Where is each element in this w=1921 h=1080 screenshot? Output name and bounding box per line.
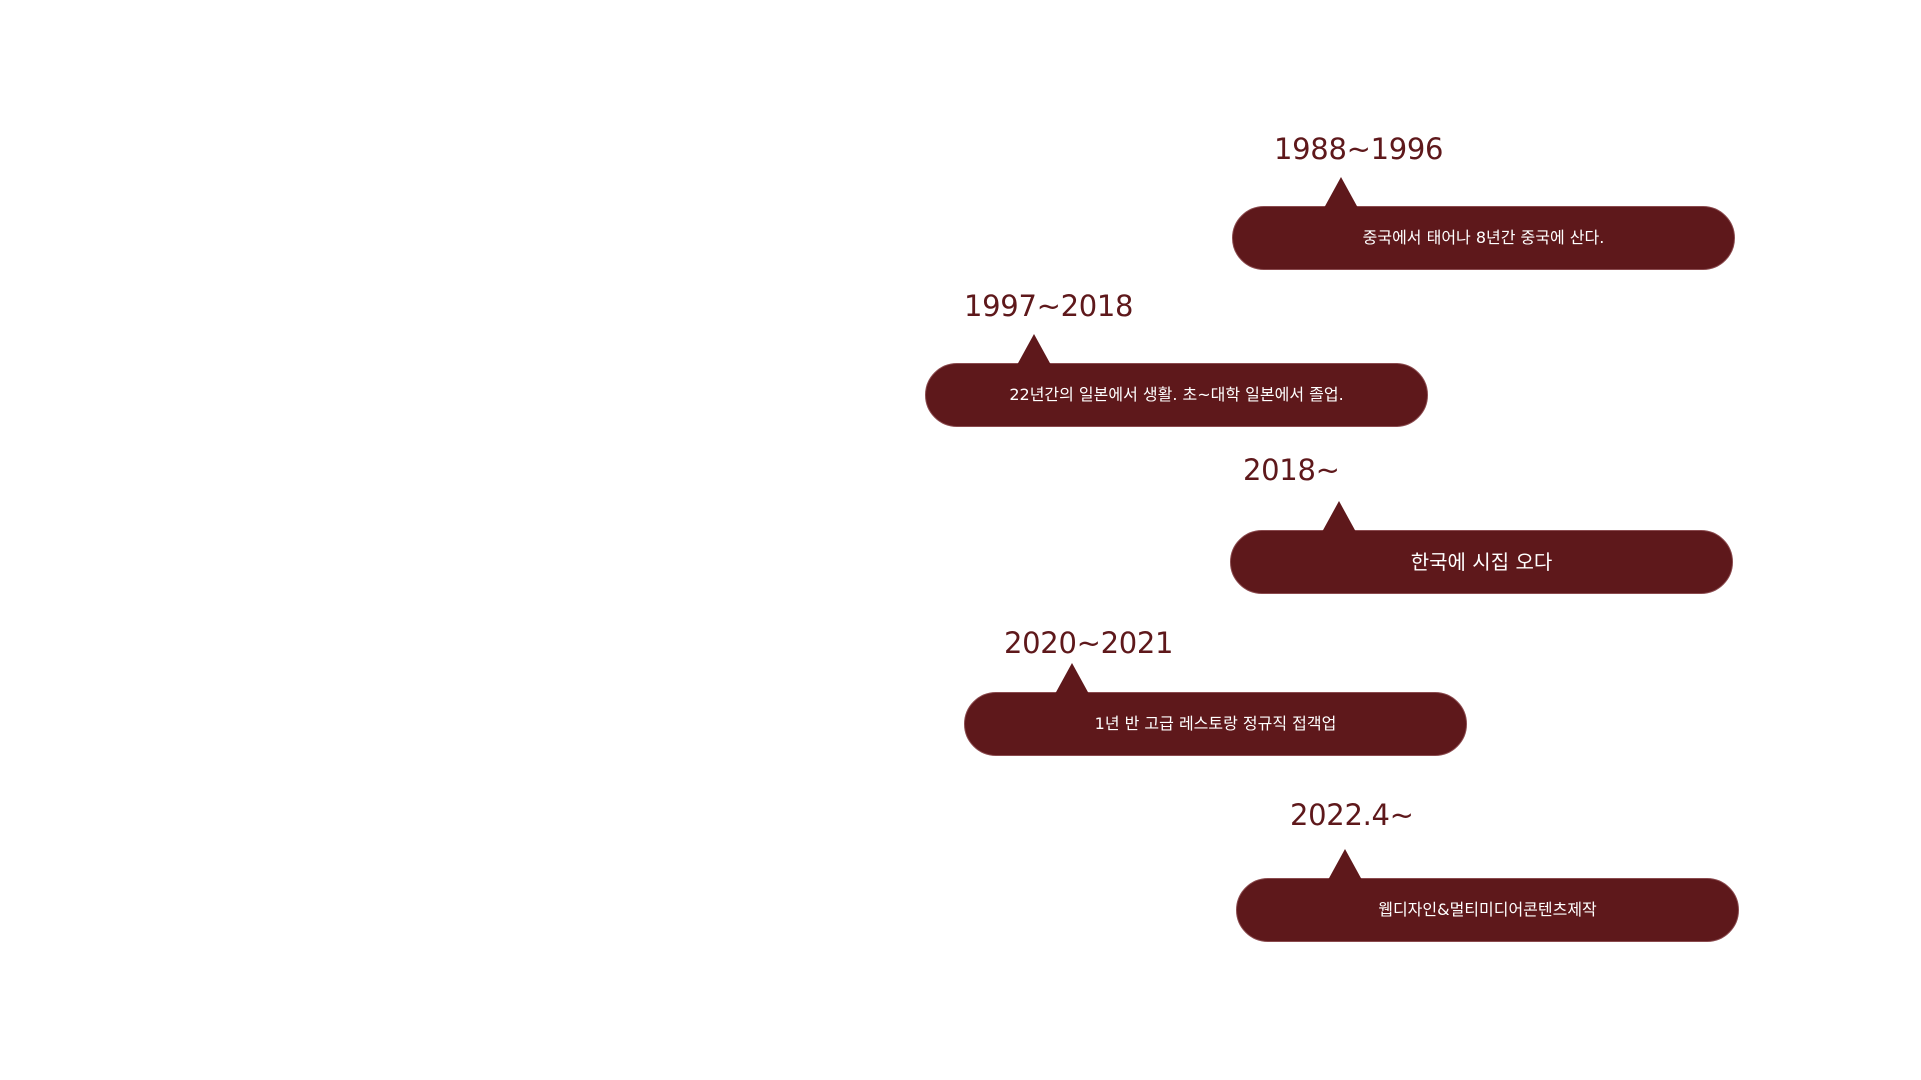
timeline-year-2022: 2022.4~ [1290, 798, 1414, 832]
timeline-bubble-2022: 웹디자인&멀티미디어콘텐츠제작 [1236, 849, 1739, 942]
bubble-pointer [1017, 334, 1051, 365]
bubble-pointer [1322, 501, 1356, 532]
timeline-description: 22년간의 일본에서 생활. 초~대학 일본에서 졸업. [1009, 385, 1344, 404]
timeline-description: 한국에 시집 오다 [1410, 549, 1553, 574]
bubble-pointer [1324, 177, 1358, 208]
bubble-pointer [1055, 663, 1089, 694]
timeline-bubble-1997: 22년간의 일본에서 생활. 초~대학 일본에서 졸업. [925, 334, 1428, 427]
timeline-bubble-2020: 1년 반 고급 레스토랑 정규직 접객업 [964, 663, 1467, 756]
timeline-year-2020: 2020~2021 [1004, 626, 1174, 660]
timeline-bubble-1988: 중국에서 태어나 8년간 중국에 산다. [1232, 177, 1735, 270]
timeline-description: 1년 반 고급 레스토랑 정규직 접객업 [1094, 714, 1337, 733]
timeline-year-1997: 1997~2018 [964, 289, 1134, 323]
timeline-year-1988: 1988~1996 [1274, 132, 1444, 166]
timeline-description: 웹디자인&멀티미디어콘텐츠제작 [1378, 900, 1597, 919]
timeline-year-2018: 2018~ [1243, 453, 1340, 487]
timeline-description: 중국에서 태어나 8년간 중국에 산다. [1362, 228, 1605, 247]
timeline-bubble-2018: 한국에 시집 오다 [1230, 501, 1733, 594]
bubble-pointer [1328, 849, 1362, 880]
